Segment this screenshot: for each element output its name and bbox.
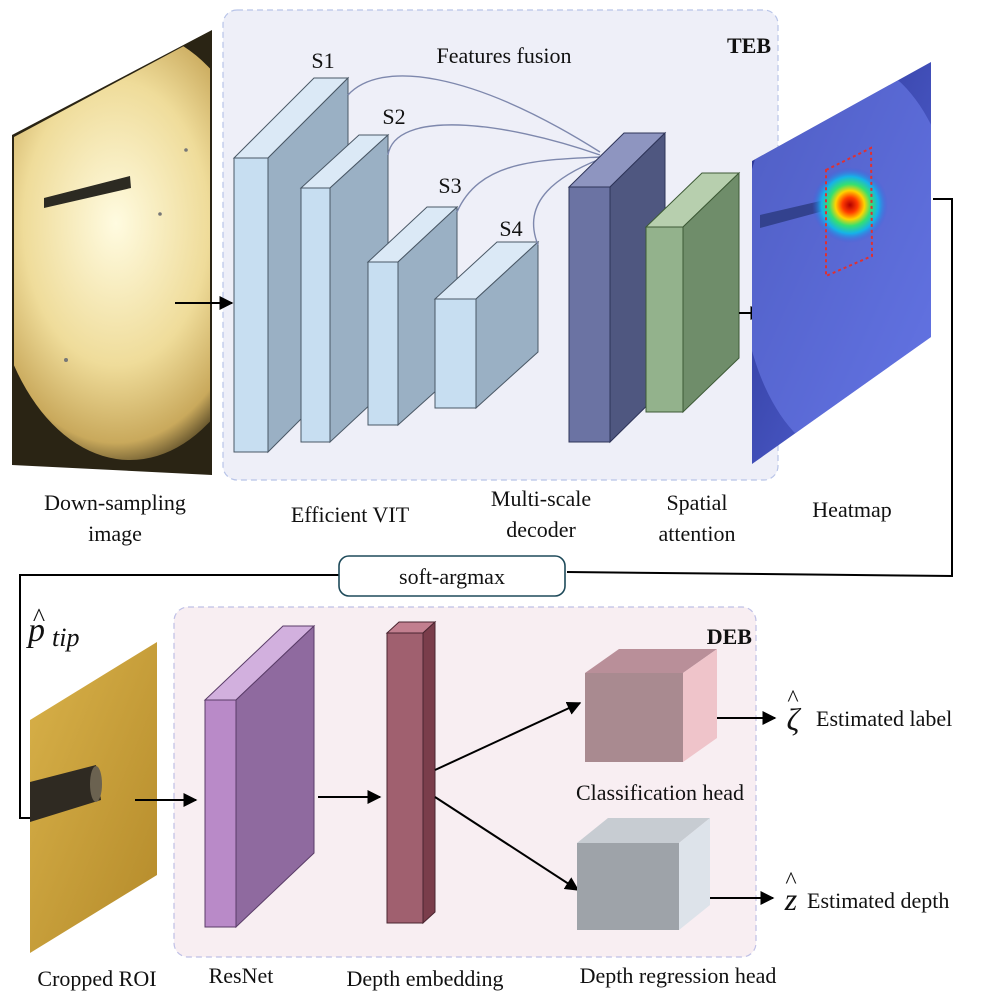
zeta-hat: ^ bbox=[787, 686, 798, 712]
embedding-to-regression-arrow bbox=[434, 796, 580, 891]
heatmap-connector-line bbox=[566, 198, 953, 578]
encoder-label: Efficient VIT bbox=[291, 502, 410, 527]
soft-argmax-box bbox=[338, 555, 566, 597]
deb-title: DEB bbox=[707, 624, 753, 649]
input-label-line1: Down-sampling bbox=[44, 490, 186, 515]
stage-label-s2: S2 bbox=[382, 104, 405, 129]
roi-label: Cropped ROI bbox=[37, 966, 156, 991]
resnet-block bbox=[203, 624, 316, 929]
vit-stage-s4-block bbox=[433, 240, 540, 410]
embedding-label: Depth embedding bbox=[346, 966, 503, 991]
stage-label-s1: S1 bbox=[311, 48, 334, 73]
regression-head-block bbox=[577, 818, 710, 930]
attention-label-line1: Spatial bbox=[666, 490, 727, 515]
stage-label-s4: S4 bbox=[499, 216, 522, 241]
regression-label: Depth regression head bbox=[580, 963, 777, 988]
heatmap-roi-box bbox=[825, 146, 874, 278]
features-fusion-label: Features fusion bbox=[436, 43, 571, 68]
cropped-roi-image bbox=[30, 642, 157, 953]
p-tip-base: p bbox=[26, 612, 45, 649]
heatmap-label: Heatmap bbox=[812, 497, 891, 522]
feature-fusion-curves bbox=[347, 75, 601, 246]
soft-argmax-connector-line bbox=[19, 574, 339, 819]
p-tip-hat: ^ bbox=[33, 603, 45, 632]
z-symbol: z bbox=[784, 881, 798, 917]
classification-head-block bbox=[585, 649, 717, 762]
estimated-label-text: Estimated label bbox=[816, 706, 952, 731]
teb-title: TEB bbox=[727, 33, 771, 58]
down-sampling-image bbox=[12, 30, 212, 475]
depth-embedding-block bbox=[385, 620, 437, 925]
p-tip-symbol: ^ p tip bbox=[26, 603, 79, 652]
heatmap-image bbox=[752, 62, 931, 464]
attention-label-line2: attention bbox=[659, 521, 736, 546]
stage-label-s3: S3 bbox=[438, 173, 461, 198]
decoder-label-line1: Multi-scale bbox=[491, 486, 591, 511]
resnet-label: ResNet bbox=[209, 963, 274, 988]
p-tip-subscript: tip bbox=[52, 623, 79, 652]
embedding-to-classification-arrow bbox=[434, 701, 582, 771]
soft-argmax-label: soft-argmax bbox=[399, 564, 505, 589]
input-label-line2: image bbox=[88, 521, 142, 546]
spatial-attention-block bbox=[644, 171, 741, 414]
zeta-symbol: ζ bbox=[787, 701, 802, 737]
z-hat: ^ bbox=[785, 868, 796, 894]
estimated-depth-text: Estimated depth bbox=[807, 888, 949, 913]
vit-stage-s3-block bbox=[366, 205, 459, 427]
classification-label: Classification head bbox=[576, 780, 744, 805]
decoder-label-line2: decoder bbox=[506, 517, 576, 542]
